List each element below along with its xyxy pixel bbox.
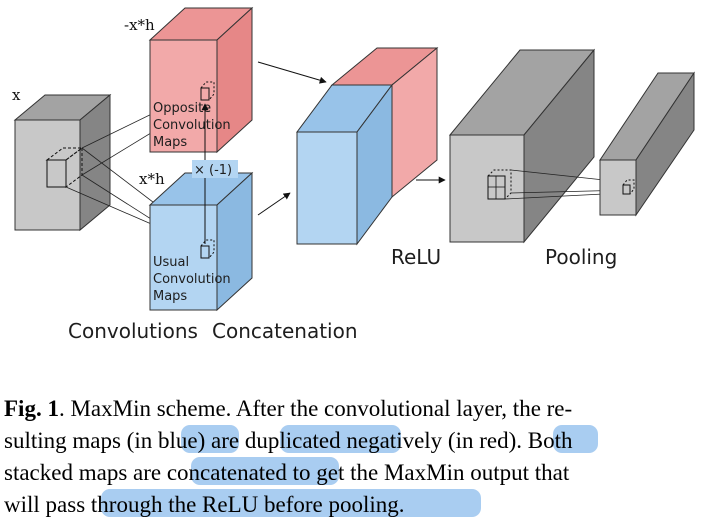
caption-line-1-text: . MaxMin scheme. After the convolutional… bbox=[59, 396, 572, 421]
caption-segment: sulting maps (in bbox=[4, 428, 158, 453]
opposite-maps-line3: Maps bbox=[153, 135, 187, 150]
caption-segment: ). Both bbox=[509, 428, 573, 453]
pooling-label: Pooling bbox=[545, 245, 617, 269]
caption-segment: to get the MaxMin output that bbox=[287, 460, 570, 485]
caption-line-3: stacked maps are concatenated to get the… bbox=[4, 460, 570, 485]
caption-segment: ) are bbox=[198, 428, 245, 453]
relu-output-block bbox=[448, 48, 633, 244]
pooled-block bbox=[599, 71, 695, 217]
neg-kernel-label: -x*h bbox=[124, 16, 155, 34]
caption-highlight-duplicated: duplicated bbox=[245, 428, 341, 453]
relu-label: ReLU bbox=[391, 245, 441, 269]
usual-maps-block bbox=[148, 171, 254, 312]
pos-kernel-label: x*h bbox=[139, 170, 165, 188]
negate-label-bg bbox=[192, 160, 238, 178]
caption-line-2: sulting maps (in blue) are duplicated ne… bbox=[4, 428, 573, 453]
caption-line-1: Fig. 1. MaxMin scheme. After the convolu… bbox=[4, 396, 572, 421]
arrow-blue-to-concat bbox=[257, 192, 291, 216]
usual-maps-line1: Usual bbox=[153, 255, 189, 270]
opposite-maps-block bbox=[148, 6, 254, 154]
opposite-maps-line2: Convolution bbox=[153, 118, 231, 133]
caption-segment: stacked maps are bbox=[4, 460, 167, 485]
caption-highlight-concatenated: concatenated bbox=[167, 460, 288, 485]
usual-maps-line3: Maps bbox=[153, 289, 187, 304]
opposite-maps-line1: Opposite bbox=[153, 101, 211, 116]
convolutions-label: Convolutions bbox=[68, 319, 198, 343]
caption-segment: negatively (in bbox=[341, 428, 480, 453]
usual-maps-line2: Convolution bbox=[153, 272, 231, 287]
caption-segment: will pass bbox=[4, 492, 91, 517]
arrow-red-to-concat bbox=[257, 61, 327, 84]
times-minus-one-label: × (-1) bbox=[194, 163, 232, 178]
caption-highlights bbox=[101, 425, 598, 517]
input-x-label: x bbox=[12, 86, 21, 104]
caption-line-4: will pass through the ReLU before poolin… bbox=[4, 492, 405, 517]
caption-highlight-blue: blue bbox=[158, 428, 198, 453]
concatenation-label: Concatenation bbox=[212, 319, 358, 343]
figure-number: Fig. 1 bbox=[4, 396, 59, 421]
caption-highlight-relu: through the ReLU before pooling. bbox=[91, 492, 405, 517]
concatenated-block bbox=[296, 46, 439, 246]
caption-highlight-red: red bbox=[479, 428, 509, 453]
